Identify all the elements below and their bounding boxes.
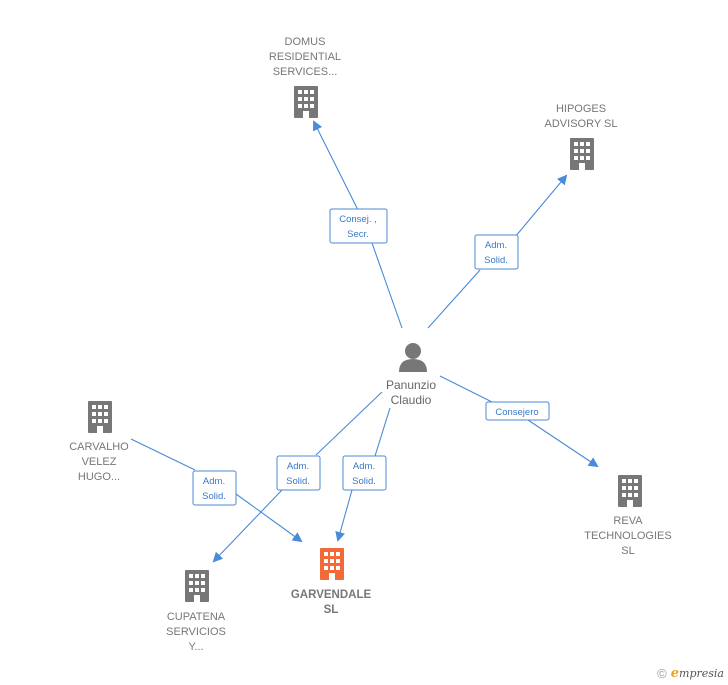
person-name-line: Claudio	[391, 393, 432, 407]
edge-label-text: Adm.	[203, 476, 225, 487]
edges	[130, 122, 597, 561]
brand-initial: e	[670, 666, 680, 681]
edge-label-cupatena[interactable]: Adm. Solid.	[276, 455, 321, 491]
company-label: CARVALHO	[69, 441, 129, 453]
edge-label-text: Consejero	[495, 407, 538, 418]
edge-label-text: Adm.	[353, 461, 375, 472]
company-label: SERVICES...	[273, 66, 338, 78]
company-label: TECHNOLOGIES	[584, 530, 671, 542]
edge-line-carvalho	[130, 438, 301, 541]
company-label: RESIDENTIAL	[269, 51, 341, 63]
building-icon	[570, 138, 594, 170]
footer-brand: © empresia	[657, 666, 724, 681]
edge-label-text: Adm.	[485, 240, 507, 251]
edge-label-domus[interactable]: Consej. , Secr.	[329, 208, 388, 244]
building-icon	[618, 475, 642, 507]
building-icon	[88, 401, 112, 433]
edge-line-reva	[439, 375, 597, 466]
company-label: ADVISORY SL	[545, 118, 618, 130]
edge-label-text: Adm.	[287, 461, 309, 472]
company-node-reva[interactable]: REVA TECHNOLOGIES SL	[584, 475, 672, 557]
company-label: REVA	[613, 515, 643, 527]
company-label: Y...	[188, 641, 203, 653]
company-node-garvendale[interactable]: GARVENDALE SL	[291, 548, 372, 616]
edge-label-carvalho[interactable]: Adm. Solid.	[192, 470, 237, 506]
person-icon	[399, 343, 427, 372]
company-label: CUPATENA	[167, 611, 226, 623]
edge-line-domus	[314, 122, 403, 329]
copyright-symbol: ©	[657, 666, 667, 681]
edge-label-text: Solid.	[202, 491, 226, 502]
edge-label-text: Solid.	[352, 476, 376, 487]
brand-logo[interactable]: empresia	[671, 666, 724, 681]
edge-label-reva[interactable]: Consejero	[485, 401, 550, 421]
building-icon	[185, 570, 209, 602]
brand-name: mpresia	[679, 667, 724, 680]
edge-label-garvendale[interactable]: Adm. Solid.	[342, 455, 387, 491]
company-label: SL	[324, 604, 339, 616]
building-icon	[294, 86, 318, 118]
edge-label-text: Secr.	[347, 229, 369, 240]
building-icon	[320, 548, 344, 580]
edge-line-garvendale	[338, 407, 391, 540]
company-label: VELEZ	[82, 456, 117, 468]
company-label: SERVICIOS	[166, 626, 226, 638]
edge-label-hipoges[interactable]: Adm. Solid.	[474, 234, 519, 270]
company-node-hipoges[interactable]: HIPOGES ADVISORY SL	[545, 103, 618, 170]
person-name-line: Panunzio	[386, 378, 436, 392]
edge-line-hipoges	[427, 176, 566, 329]
edge-label-text: Solid.	[286, 476, 310, 487]
edge-label-text: Consej. ,	[339, 214, 377, 225]
company-node-carvalho[interactable]: CARVALHO VELEZ HUGO...	[69, 401, 129, 483]
edge-line-cupatena	[214, 391, 383, 561]
company-label: HUGO...	[78, 471, 120, 483]
person-node[interactable]: Panunzio Claudio	[386, 343, 436, 407]
company-label: GARVENDALE	[291, 589, 372, 601]
company-node-domus[interactable]: DOMUS RESIDENTIAL SERVICES...	[269, 36, 341, 118]
company-label: HIPOGES	[556, 103, 606, 115]
edge-label-text: Solid.	[484, 255, 508, 266]
company-node-cupatena[interactable]: CUPATENA SERVICIOS Y...	[166, 570, 226, 653]
company-label: SL	[621, 545, 634, 557]
company-label: DOMUS	[285, 36, 326, 48]
